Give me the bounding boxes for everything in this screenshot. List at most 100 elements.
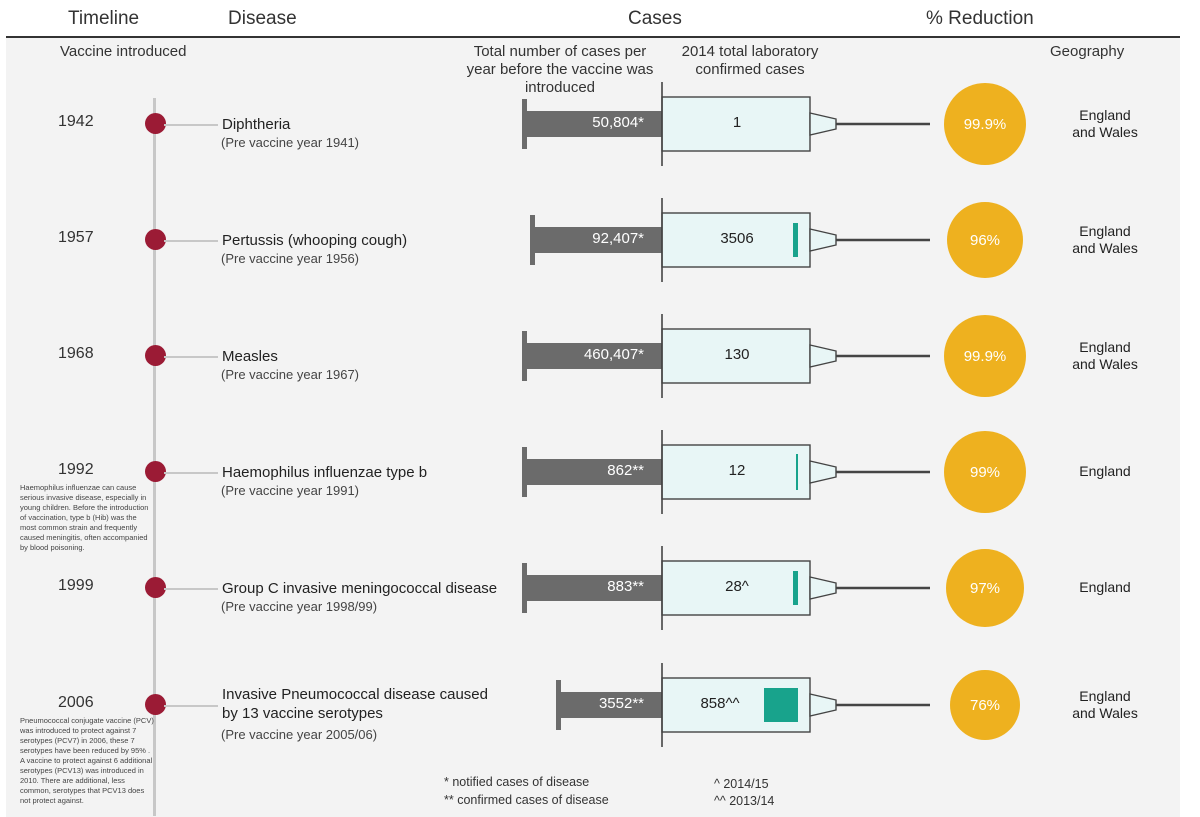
- cases-2014-value: 12: [728, 462, 746, 479]
- geography-line: England: [1079, 223, 1131, 239]
- cases-before-value: 3552**: [598, 695, 644, 712]
- cases-2014-fill: [796, 454, 798, 490]
- cases-before-bar: [530, 227, 662, 253]
- timeline-dot: [145, 694, 166, 715]
- syringe-tip: [809, 228, 837, 252]
- syringe-tip: [809, 112, 837, 136]
- disease-note: Pneumococcal conjugate vaccine (PCV) was…: [20, 716, 154, 805]
- table-row: 1992 Haemophilus influenzae type b (Pre va…: [0, 430, 1200, 572]
- pre-vaccine-year: (Pre vaccine year 1967): [221, 367, 360, 382]
- reduction-circle: 99.9%: [944, 315, 1026, 397]
- vaccine-year: 1968: [58, 345, 94, 362]
- syringe-barrel: [661, 328, 811, 384]
- timeline-dot: [145, 345, 166, 366]
- vaccine-year: 1992: [58, 461, 94, 478]
- header-rule: [6, 36, 1180, 38]
- cases-before-value: 460,407*: [583, 346, 644, 363]
- reduction-circle: 99%: [944, 431, 1026, 513]
- cases-2014-value: 28^: [725, 578, 749, 595]
- cases-before-value: 50,804*: [592, 114, 644, 131]
- reduction-circle: 99.9%: [944, 83, 1026, 165]
- syringe-tip: [809, 460, 837, 484]
- disease-name: Pertussis (whooping cough): [222, 232, 408, 249]
- reduction-circle: 76%: [950, 670, 1020, 740]
- timeline-connector: [164, 588, 218, 590]
- pre-vaccine-year: (Pre vaccine year 1956): [221, 251, 360, 266]
- geography: England: [1050, 579, 1160, 596]
- cases-header: Cases: [628, 8, 682, 29]
- reduction-value: 96%: [969, 231, 1001, 249]
- cases-before-bar: [522, 575, 662, 601]
- syringe-graphic: [522, 430, 930, 514]
- syringe-graphic: [522, 546, 930, 630]
- disease-header: Disease: [228, 8, 297, 29]
- cases-2014-fill: [793, 571, 798, 605]
- disease-name: Invasive Pneumococcal disease caused by …: [222, 686, 488, 722]
- cases-before-bar: [522, 343, 662, 369]
- geography-subheader: Geography: [1050, 43, 1125, 60]
- geography-line: England: [1079, 688, 1131, 704]
- table-row: 1968 Measles (Pre vaccine year 1967) 460,40…: [0, 314, 1200, 456]
- lab-2014-subheader: 2014 total laboratory confirmed cases: [681, 43, 819, 78]
- syringe-tip: [809, 576, 837, 600]
- cases-2014-fill: [764, 688, 798, 722]
- geography-line: and Wales: [1072, 356, 1138, 372]
- geography: England: [1050, 463, 1160, 480]
- geography-line: and Wales: [1072, 240, 1138, 256]
- cases-2014-value: 3506: [720, 230, 754, 247]
- timeline-axis: [153, 98, 156, 816]
- timeline-connector: [164, 124, 218, 126]
- timeline-connector: [164, 472, 218, 474]
- cases-before-bar: [522, 111, 662, 137]
- syringe-tip: [809, 693, 837, 717]
- footnote-caret-2013-14: ^^ 2013/14: [714, 794, 775, 808]
- syringe-barrel: [661, 444, 811, 500]
- syringe-graphic: [522, 314, 930, 398]
- cases-before-subheader: Total number of cases per year before th…: [466, 43, 654, 96]
- geography-line: England: [1079, 463, 1131, 479]
- geography-line: England: [1079, 107, 1131, 123]
- timeline-dot: [145, 461, 166, 482]
- timeline-dot: [145, 113, 166, 134]
- reduction-value: 76%: [969, 696, 1001, 714]
- pre-vaccine-year: (Pre vaccine year 1998/99): [221, 599, 378, 614]
- reduction-circle: 97%: [946, 549, 1024, 627]
- disease-name: Group C invasive meningococcal disease: [222, 580, 498, 597]
- syringe-graphic: [556, 663, 930, 747]
- cases-before-bar: [556, 692, 662, 718]
- geography-line: and Wales: [1072, 705, 1138, 721]
- reduction-value: 97%: [969, 579, 1001, 597]
- cases-2014-value: 858^^: [700, 695, 740, 712]
- footnote-caret-2014-15: ^ 2014/15: [714, 777, 769, 791]
- cases-before-bar: [522, 459, 662, 485]
- reduction-circle: 96%: [947, 202, 1023, 278]
- syringe-barrel: [661, 96, 811, 152]
- syringe-tip: [809, 344, 837, 368]
- vaccine-introduced-subheader: Vaccine introduced: [60, 43, 187, 60]
- reduction-value: 99%: [969, 463, 1001, 481]
- disease-note: Haemophilus influenzae can cause serious…: [20, 483, 149, 552]
- cases-before-value: 862**: [607, 462, 644, 479]
- syringe-barrel: [661, 212, 811, 268]
- cases-2014-value: 1: [732, 114, 742, 131]
- cases-before-value: 92,407*: [592, 230, 644, 247]
- timeline-connector: [164, 356, 218, 358]
- cases-before-value: 883**: [607, 578, 644, 595]
- table-row: 1957 Pertussis (whooping cough) (Pre vacci…: [0, 198, 1200, 340]
- vaccine-year: 1957: [58, 229, 94, 246]
- table-row: 1999 Group C invasive meningococcal disea…: [0, 546, 1200, 688]
- geography-line: and Wales: [1072, 124, 1138, 140]
- pre-vaccine-year: (Pre vaccine year 1991): [221, 483, 360, 498]
- geography-line: England: [1079, 579, 1131, 595]
- disease-name: Measles: [222, 348, 278, 365]
- vaccine-year: 1942: [58, 113, 94, 130]
- timeline-dot: [145, 577, 166, 598]
- disease-name: Haemophilus influenzae type b: [222, 464, 428, 481]
- vaccine-year: 1999: [58, 577, 94, 594]
- cases-2014-fill: [793, 223, 798, 257]
